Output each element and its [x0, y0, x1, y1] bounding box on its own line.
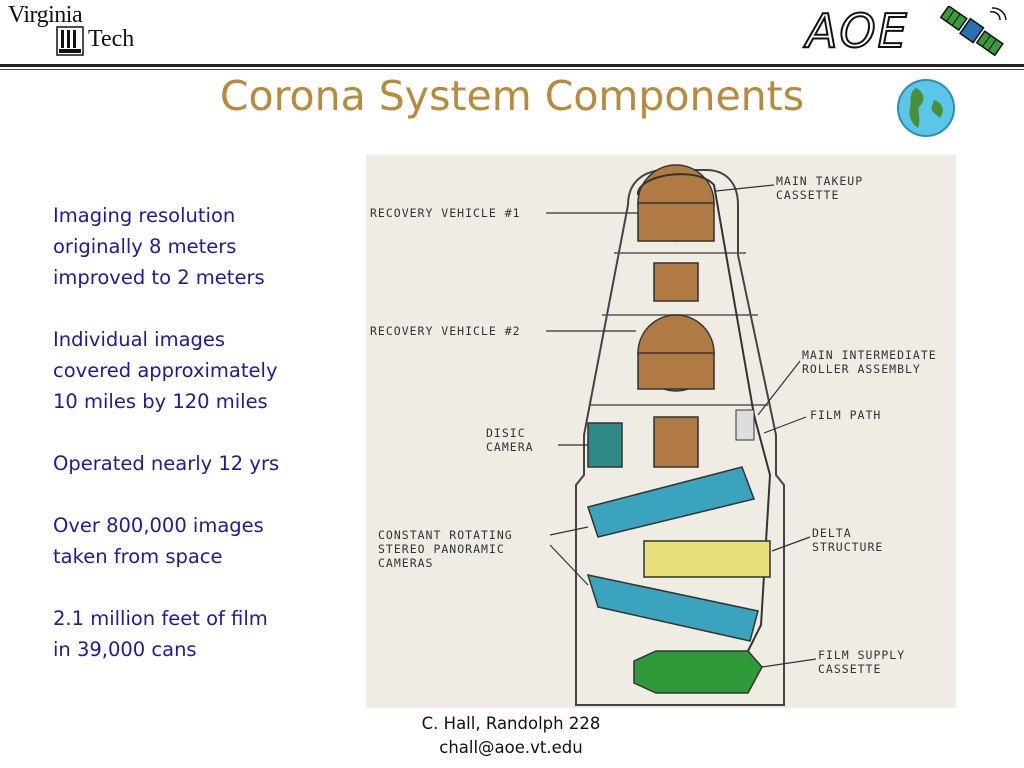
label-recovery-vehicle-2: RECOVERY VEHICLE #2: [370, 324, 521, 338]
bullet-line: 10 miles by 120 miles: [53, 390, 268, 413]
bullet-operation: Operated nearly 12 yrs: [53, 448, 353, 479]
label-film-supply: FILM SUPPLY: [818, 648, 905, 662]
stereo-camera-upper: [587, 466, 755, 538]
label-constant-rotating: CONSTANT ROTATING: [378, 528, 513, 542]
logo-bottom-text: Tech: [88, 26, 135, 52]
label-supply-cassette: CASSETTE: [818, 662, 881, 676]
bullet-line: taken from space: [53, 545, 223, 568]
label-delta-structure: STRUCTURE: [812, 540, 883, 554]
label-stereo-panoramic: STEREO PANORAMIC: [378, 542, 505, 556]
aoe-logo: AOE: [805, 3, 909, 59]
bullet-list: Imaging resolution originally 8 meters i…: [53, 200, 353, 696]
label-takeup-cassette: CASSETTE: [776, 188, 839, 202]
label-disic: DISIC: [486, 426, 526, 440]
bullet-line: Operated nearly 12 yrs: [53, 452, 280, 475]
bullet-line: originally 8 meters: [53, 235, 237, 258]
capsule-outline: [575, 169, 785, 706]
disic-camera-block: [587, 422, 623, 468]
bullet-images: Over 800,000 images taken from space: [53, 510, 353, 572]
label-recovery-vehicle-1: RECOVERY VEHICLE #1: [370, 206, 521, 220]
bullet-film: 2.1 million feet of film in 39,000 cans: [53, 603, 353, 665]
satellite-icon: [939, 6, 1007, 57]
film-supply-cassette-block: [633, 650, 763, 694]
header-rule-thin: [0, 69, 1024, 70]
slide-title: Corona System Components: [219, 72, 805, 120]
leader-lines: [546, 184, 817, 668]
stereo-camera-lower: [586, 574, 759, 642]
footer-line-1: C. Hall, Randolph 228: [421, 714, 601, 733]
footer-credit: C. Hall, Randolph 228 chall@aoe.vt.edu: [380, 712, 642, 760]
globe-icon: [897, 79, 955, 137]
bullet-line: 2.1 million feet of film: [53, 607, 268, 630]
bullet-coverage: Individual images covered approximately …: [53, 324, 353, 417]
film-path-line: [636, 173, 772, 656]
recovery-vehicle-2: [637, 314, 715, 468]
label-delta: DELTA: [812, 526, 852, 540]
label-film-path: FILM PATH: [810, 408, 881, 422]
vt-seal-icon: [56, 26, 84, 56]
corona-diagram-drawing: RECOVERY VEHICLE #1 RECOVERY VEHICLE #2 …: [370, 164, 937, 706]
bullet-line: in 39,000 cans: [53, 638, 197, 661]
label-cameras: CAMERAS: [378, 556, 433, 570]
footer-email: chall@aoe.vt.edu: [439, 738, 583, 757]
bullet-line: Imaging resolution: [53, 204, 236, 227]
virginia-tech-logo: Virginia Tech: [4, 2, 154, 64]
bullet-line: improved to 2 meters: [53, 266, 265, 289]
bullet-line: Individual images: [53, 328, 226, 351]
delta-structure-block: [643, 540, 771, 578]
label-main-intermediate: MAIN INTERMEDIATE: [802, 348, 937, 362]
label-roller-assembly: ROLLER ASSEMBLY: [802, 362, 921, 376]
header-rule: [0, 64, 1024, 67]
label-main-takeup: MAIN TAKEUP: [776, 174, 863, 188]
logo-top-text: Virginia: [8, 2, 83, 28]
intermediate-roller: [735, 409, 755, 441]
corona-diagram: RECOVERY VEHICLE #1 RECOVERY VEHICLE #2 …: [366, 155, 956, 708]
bullet-line: Over 800,000 images: [53, 514, 264, 537]
recovery-vehicle-1: [637, 164, 715, 302]
bullet-line: covered approximately: [53, 359, 278, 382]
bullet-resolution: Imaging resolution originally 8 meters i…: [53, 200, 353, 293]
label-disic-camera: CAMERA: [486, 440, 534, 454]
